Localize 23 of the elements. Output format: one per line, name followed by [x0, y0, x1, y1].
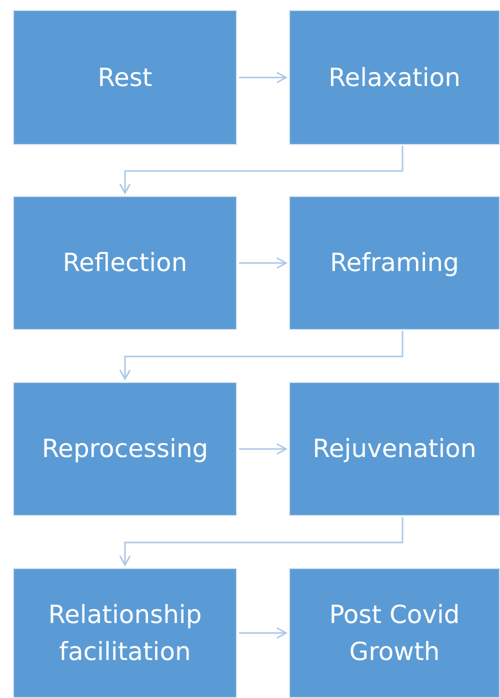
process-box	[289, 196, 500, 330]
step-label: Rest	[98, 62, 152, 94]
arrow	[239, 627, 287, 639]
process-box	[13, 196, 237, 330]
process-box	[13, 568, 237, 698]
process-box	[289, 10, 500, 145]
process-box	[289, 568, 500, 698]
process-box	[13, 382, 237, 516]
arrow	[119, 146, 404, 194]
step-label: Reflection	[62, 247, 188, 280]
step-label: Post Covid Growth	[328, 598, 461, 668]
process-box	[13, 10, 237, 145]
arrow	[119, 517, 404, 566]
step-label: Reprocessing	[42, 433, 208, 466]
arrow	[239, 257, 287, 269]
step-label: Relationship facilitation	[47, 598, 203, 668]
step-label: Reframing	[330, 247, 460, 280]
arrow	[239, 443, 287, 455]
step-label: Rejuvenation	[312, 433, 476, 466]
process-box	[289, 382, 500, 516]
arrow	[119, 331, 404, 380]
arrow	[239, 72, 287, 84]
step-label: Relaxation	[328, 62, 460, 94]
